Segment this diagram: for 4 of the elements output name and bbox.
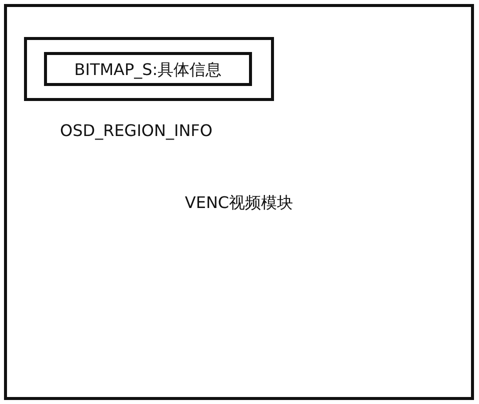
module-box [4,4,474,400]
bitmap-box: BITMAP_S:具体信息 [44,52,252,86]
module-label: VENC视频模块 [184,193,294,214]
region-label: OSD_REGION_INFO [60,121,212,140]
